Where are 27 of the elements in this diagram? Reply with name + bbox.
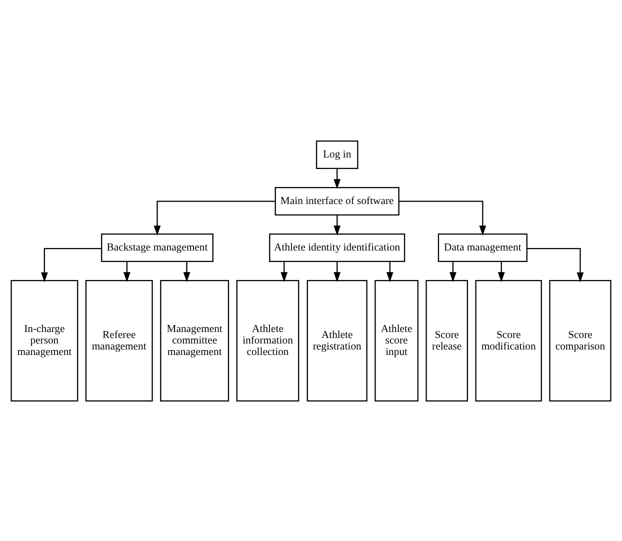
arrow — [334, 214, 341, 236]
node-box: Log in — [316, 140, 358, 169]
arrow — [154, 200, 276, 236]
arrow — [526, 247, 584, 282]
node-box: Data management — [438, 232, 528, 262]
node-box: Score modification — [475, 279, 542, 402]
node-box: Athlete score input — [374, 279, 418, 402]
arrow — [449, 260, 456, 282]
node-box: Score comparison — [549, 279, 612, 402]
arrow — [40, 247, 102, 282]
arrow — [334, 260, 341, 282]
arrow — [334, 168, 341, 189]
arrow — [386, 260, 394, 282]
arrow — [280, 260, 288, 282]
node-box: Athlete registration — [306, 279, 368, 402]
node-box: Score release — [426, 279, 468, 402]
node-box: Athlete identity identification — [269, 232, 406, 262]
node-box: Main interface of software — [274, 186, 400, 216]
node-box: In-charge person management — [10, 279, 78, 402]
arrow — [183, 260, 190, 282]
arrow — [498, 260, 505, 282]
node-box: Backstage management — [101, 232, 214, 262]
node-box: Management committee management — [160, 279, 230, 402]
arrow — [398, 200, 486, 236]
arrow — [123, 260, 130, 282]
node-box: Referee management — [85, 279, 153, 402]
node-box: Athlete information collection — [236, 279, 300, 402]
